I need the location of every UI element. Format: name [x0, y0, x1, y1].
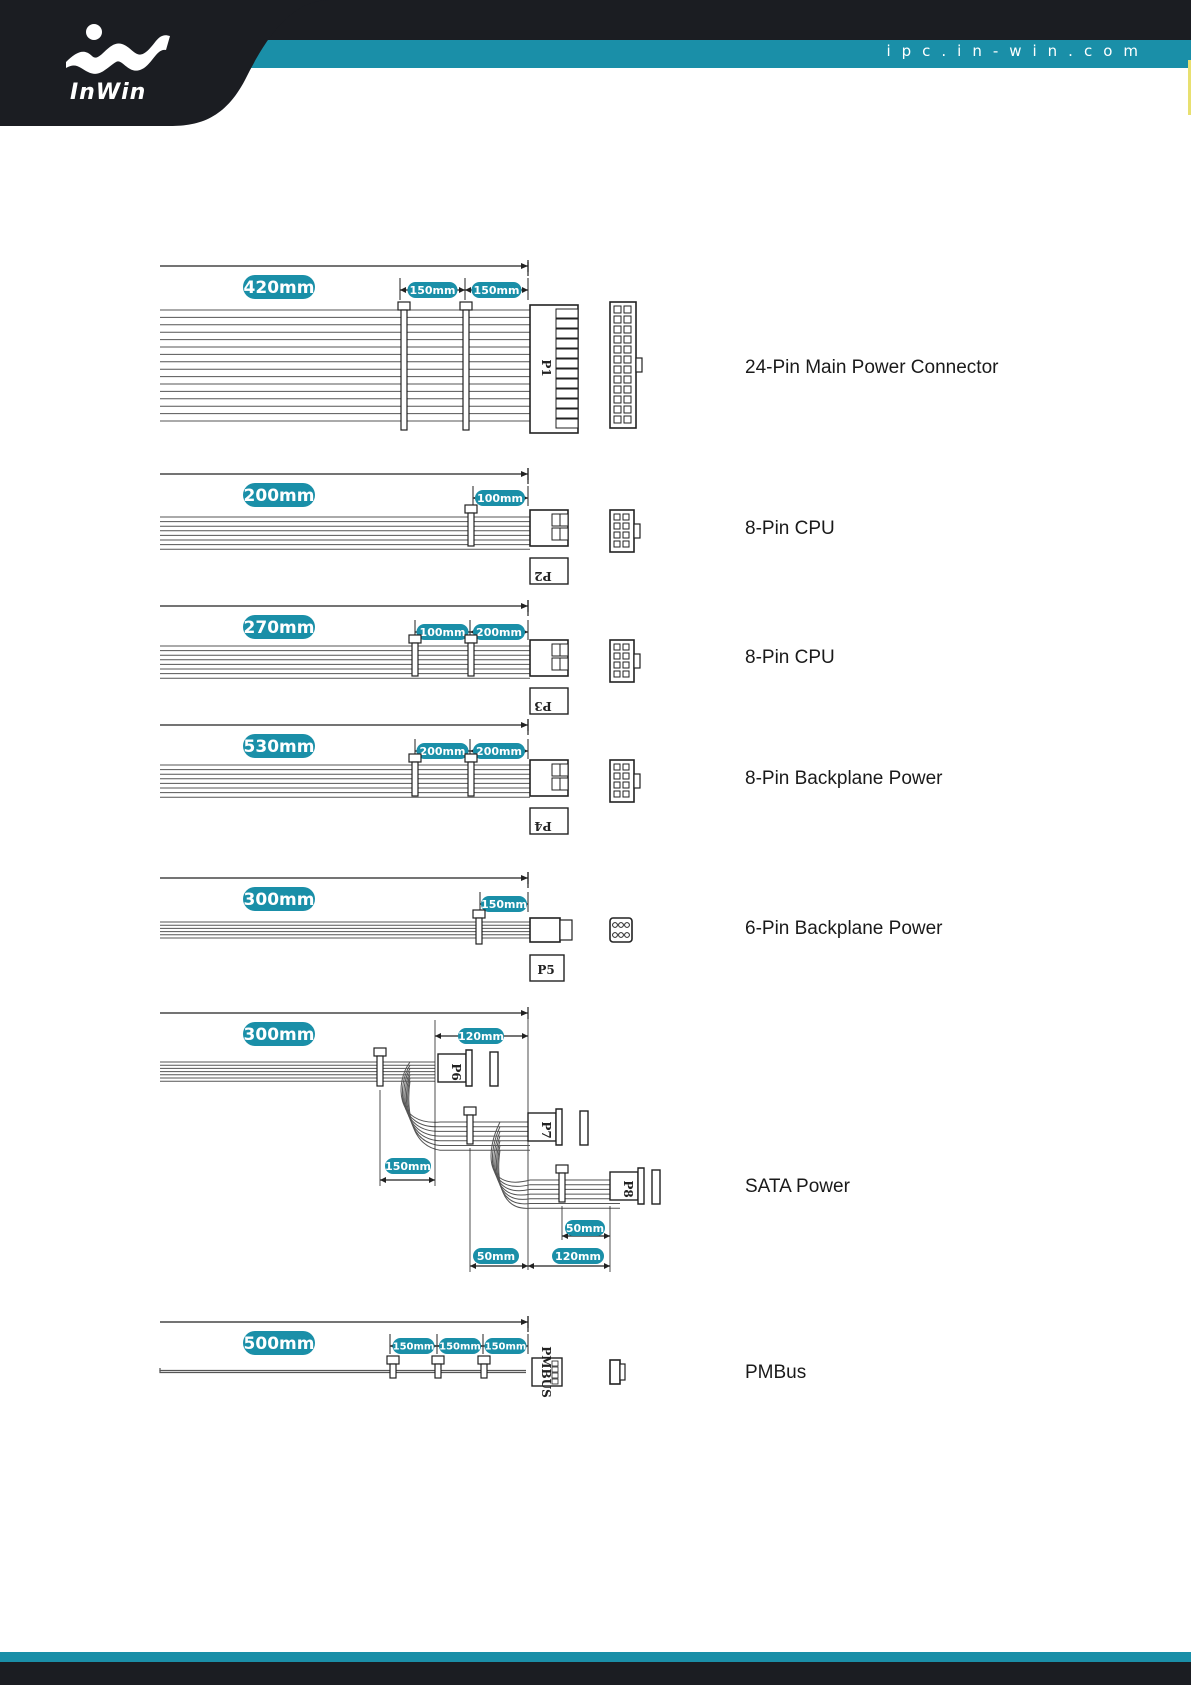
segment-label-24pin-2: 150mm [474, 284, 520, 297]
connector-label-8pin-cpu-2: 8-Pin CPU [745, 647, 835, 669]
plug-label-p5: P5 [537, 963, 554, 977]
connector-label-8pin-cpu-1: 8-Pin CPU [745, 518, 835, 540]
segment-label-sata-3: 50mm [477, 1250, 515, 1263]
segment-label-8pin-backplane-2: 200mm [476, 745, 522, 758]
segment-label-pmbus-2: 150mm [439, 1342, 481, 1353]
length-label-8pin-cpu-2: 270mm [244, 618, 315, 638]
segment-label-sata-4: 120mm [555, 1250, 601, 1263]
connector-label-24pin: 24-Pin Main Power Connector [745, 357, 998, 379]
footer-teal-stripe [0, 1652, 1191, 1662]
segment-label-6pin-backplane: 150mm [481, 898, 527, 911]
connector-label-pmbus: PMBus [745, 1362, 806, 1384]
plug-label-pmbus: PMBUS [539, 1346, 553, 1398]
connector-label-8pin-backplane: 8-Pin Backplane Power [745, 768, 943, 790]
footer-dark-stripe [0, 1662, 1191, 1685]
connector-label-sata: SATA Power [745, 1176, 850, 1198]
length-label-6pin-backplane: 300mm [244, 890, 315, 910]
plug-label-p3: P3 [534, 699, 551, 713]
connector-label-6pin-backplane: 6-Pin Backplane Power [745, 918, 943, 940]
connector-pmbus: 500mm 150mm 150mm 150mm PMBUS [160, 1316, 625, 1398]
segment-label-8pin-cpu-2-1: 100mm [420, 626, 466, 639]
plug-label-p1: P1 [539, 359, 553, 376]
length-label-pmbus: 500mm [244, 1334, 315, 1354]
plug-label-p8: P8 [621, 1180, 635, 1197]
plug-label-p2: P2 [534, 569, 551, 583]
length-label-sata: 300mm [244, 1025, 315, 1045]
segment-label-sata-1: 120mm [458, 1030, 504, 1043]
segment-label-8pin-cpu-2-2: 200mm [476, 626, 522, 639]
segment-label-pmbus-1: 150mm [393, 1342, 435, 1353]
segment-label-sata-5: 50mm [566, 1222, 604, 1235]
length-label-24pin: 420mm [244, 278, 315, 298]
length-label-8pin-backplane: 530mm [244, 737, 315, 757]
page-footer [0, 1652, 1191, 1685]
segment-label-pmbus-3: 150mm [485, 1342, 527, 1353]
segment-label-sata-2: 150mm [385, 1160, 431, 1173]
plug-label-p4: P4 [534, 819, 551, 833]
segment-label-8pin-cpu-1: 100mm [477, 492, 523, 505]
segment-label-24pin-1: 150mm [410, 284, 456, 297]
length-label-8pin-cpu-1: 200mm [244, 486, 315, 506]
plug-label-p6: P6 [449, 1063, 463, 1080]
plug-label-p7: P7 [539, 1121, 553, 1138]
segment-label-8pin-backplane-1: 200mm [420, 745, 466, 758]
